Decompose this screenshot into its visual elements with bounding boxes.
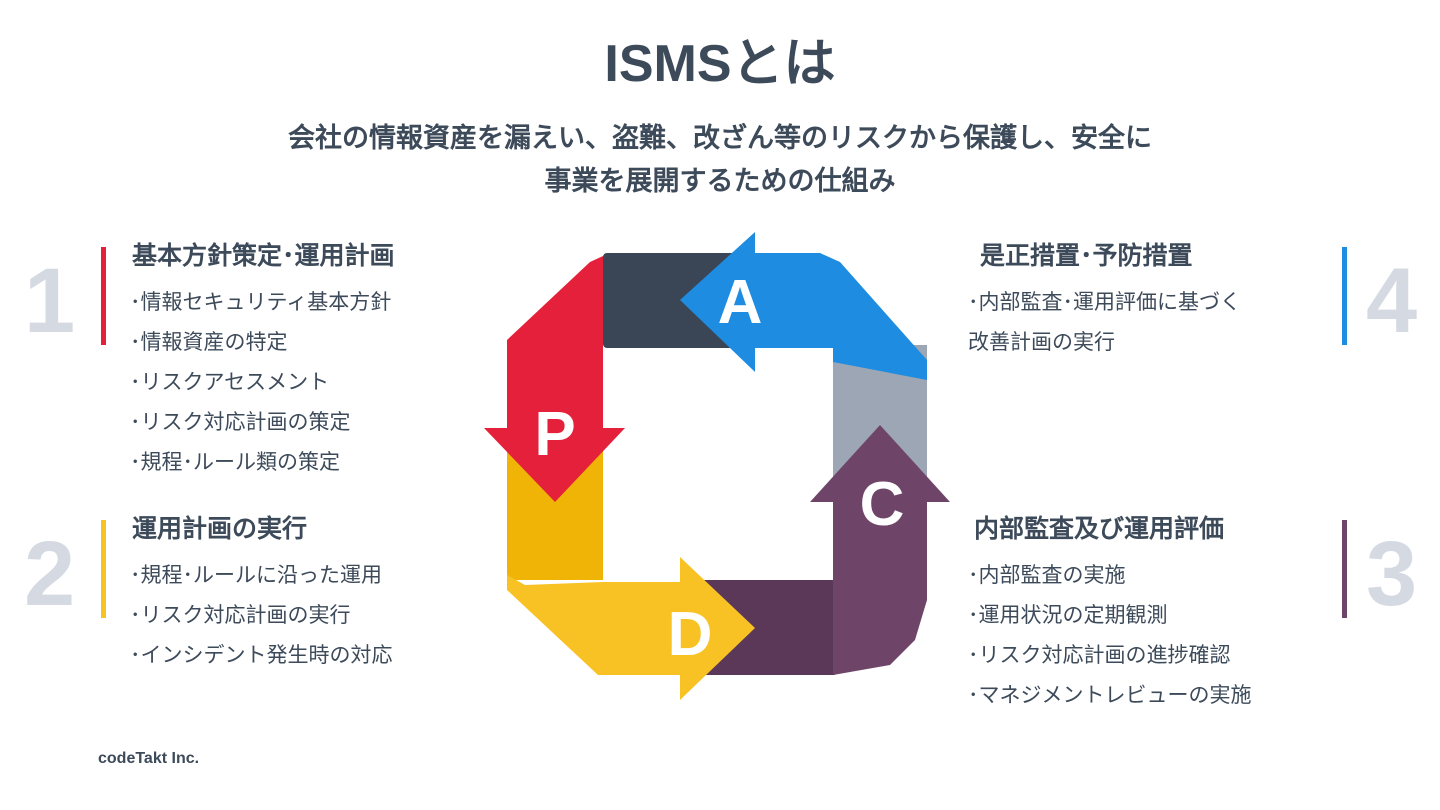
subtitle-line-1: 会社の情報資産を漏えい、盗難、改ざん等のリスクから保護し、安全に <box>288 123 1152 154</box>
check-letter: C <box>860 470 905 539</box>
section-3-item: ･リスク対応計画の進捗確認 <box>968 643 1231 667</box>
section-1-item: ･情報セキュリティ基本方針 <box>130 290 392 314</box>
section-4-bar <box>1342 247 1347 345</box>
do-letter: D <box>668 600 713 669</box>
section-1-item: ･リスク対応計画の策定 <box>130 410 351 434</box>
section-1-heading: 基本方針策定･運用計画 <box>132 241 395 270</box>
section-2-heading: 運用計画の実行 <box>132 514 308 543</box>
act-arrow <box>680 232 927 380</box>
subtitle-line-2: 事業を展開するための仕組み <box>544 166 896 197</box>
section-1-item: ･リスクアセスメント <box>130 370 330 394</box>
section-1-bar <box>101 247 106 345</box>
section-1-item: ･情報資産の特定 <box>130 330 288 354</box>
section-4-number: 4 <box>1366 250 1418 352</box>
section-2-item: ･インシデント発生時の対応 <box>130 643 393 667</box>
page-title: ISMSとは <box>604 35 836 93</box>
section-3-item: ･内部監査の実施 <box>968 563 1126 587</box>
section-1-item: ･規程･ルール類の策定 <box>130 450 340 474</box>
section-4-item: 改善計画の実行 <box>968 330 1115 354</box>
section-3-item: ･運用状況の定期観測 <box>968 603 1168 627</box>
section-3-item: ･マネジメントレビューの実施 <box>968 683 1252 707</box>
check-arrow <box>810 425 950 675</box>
company-name: codeTakt Inc. <box>98 750 200 767</box>
section-4-heading: 是正措置･予防措置 <box>980 241 1193 270</box>
section-1-number: 1 <box>24 250 76 352</box>
do-arrow <box>507 557 755 700</box>
section-2-item: ･規程･ルールに沿った運用 <box>130 563 382 587</box>
section-2-number: 2 <box>24 523 76 625</box>
plan-letter: P <box>534 400 575 469</box>
plan-arrow <box>484 256 625 502</box>
section-2-bar <box>101 520 106 618</box>
section-3-number: 3 <box>1366 523 1418 625</box>
section-4-item: ･内部監査･運用評価に基づく <box>968 290 1241 314</box>
act-letter: A <box>718 268 763 337</box>
section-2-item: ･リスク対応計画の実行 <box>130 603 351 627</box>
section-3-bar <box>1342 520 1347 618</box>
section-3-heading: 内部監査及び運用評価 <box>974 514 1225 543</box>
